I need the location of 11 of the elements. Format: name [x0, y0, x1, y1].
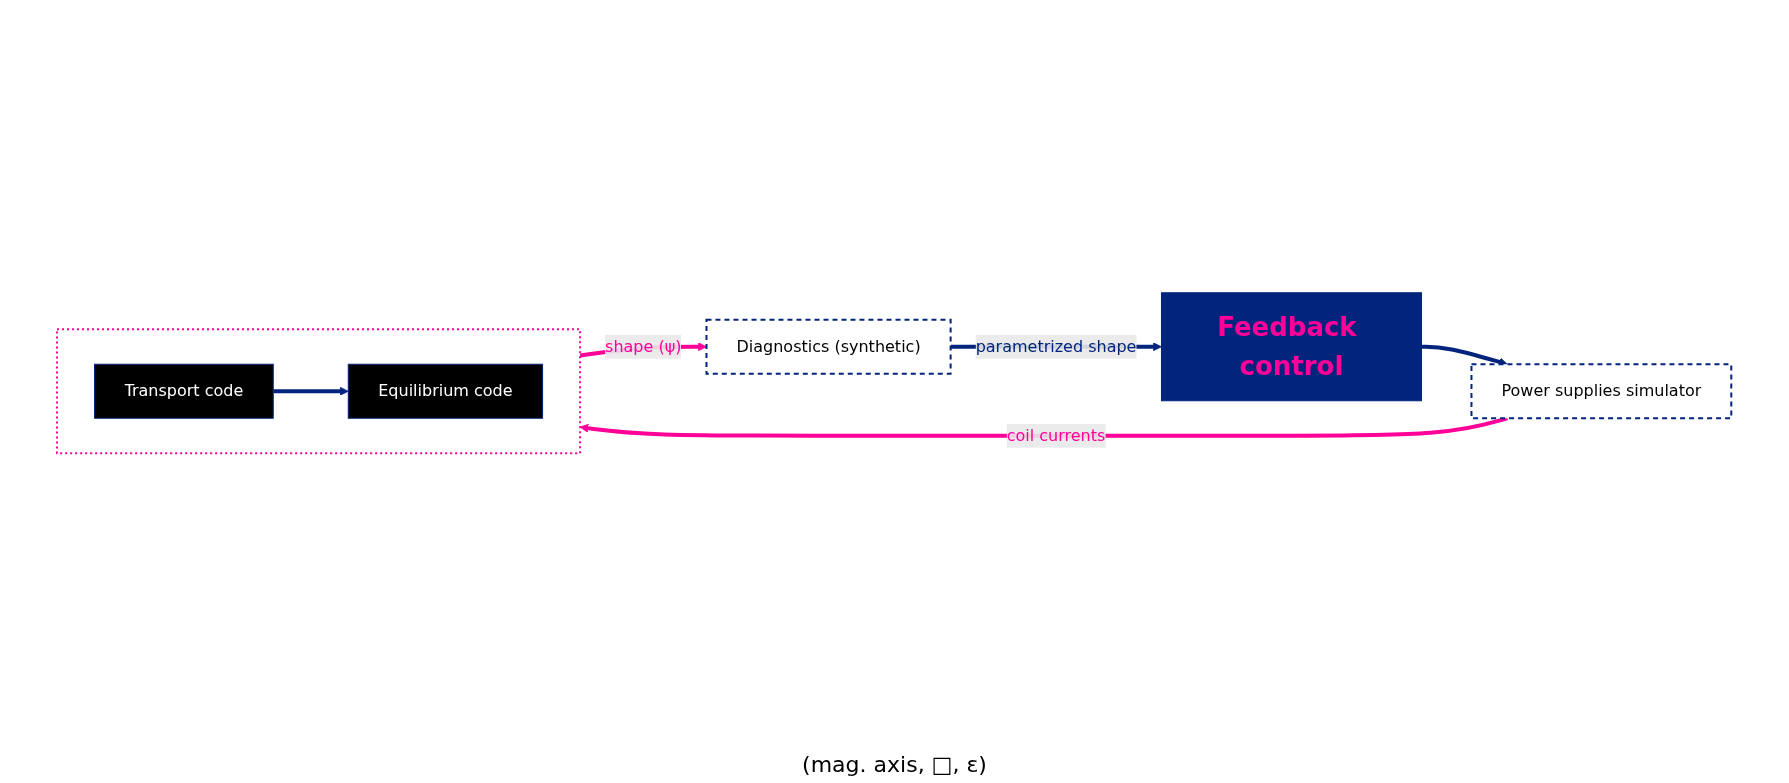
edge-label: coil currents: [1007, 425, 1106, 445]
note-text: (mag. axis, □, ε): [802, 752, 987, 777]
edge-label: parametrized shape: [975, 336, 1137, 356]
node-box: Transport code: [94, 363, 275, 419]
node-box: Equilibrium code: [348, 363, 544, 419]
node-box: Feedback control: [1161, 292, 1423, 402]
node-box: Diagnostics (synthetic): [705, 318, 952, 375]
cluster: [56, 328, 582, 455]
arrow: [273, 386, 349, 396]
node-box: Power supplies simulator: [1470, 363, 1733, 420]
edge-label: shape (ψ): [605, 336, 682, 356]
